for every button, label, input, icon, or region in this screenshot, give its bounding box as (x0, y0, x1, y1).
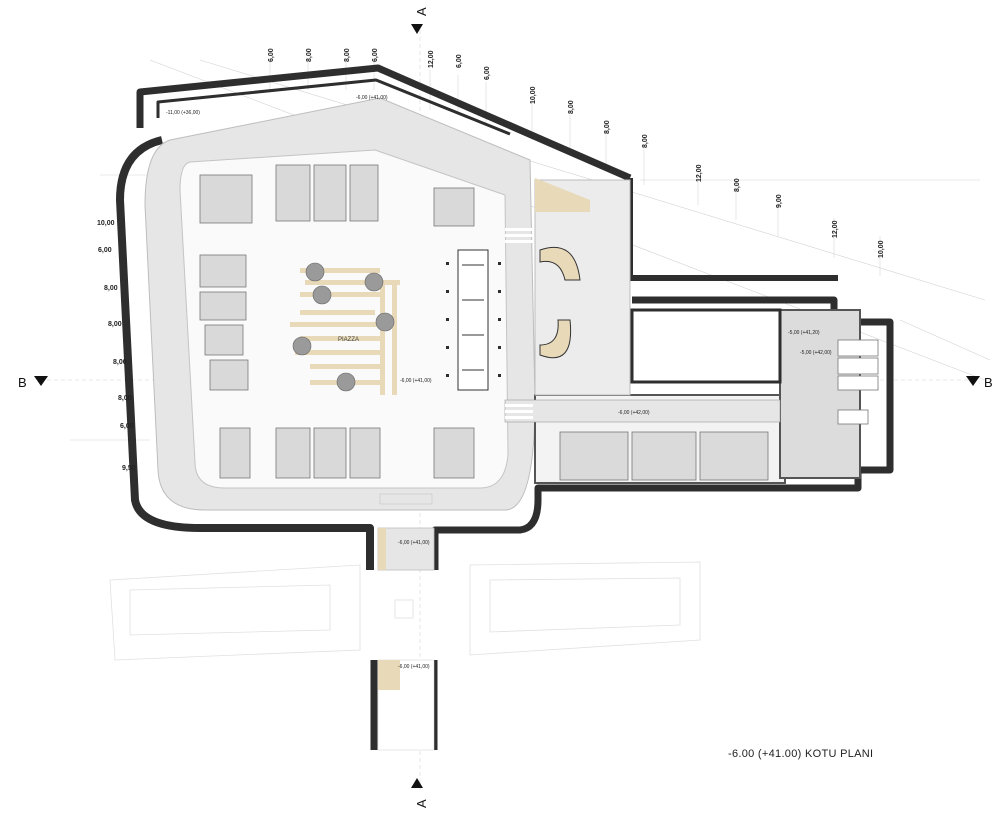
section-b-right-arrow (966, 376, 980, 386)
crosswalks (505, 228, 533, 419)
section-b-left-label: B (18, 375, 27, 390)
level-south-lower: -6,00 (+41,00) (398, 664, 430, 670)
plan-title: -6.00 (+41.00) KOTU PLANI (728, 748, 873, 760)
dim-left: 6,00 (98, 247, 112, 254)
central-block (179, 149, 509, 489)
rooms-bottom (275, 427, 475, 479)
level-south-entry: -6,00 (+41,00) (398, 540, 430, 546)
dim-left: 6,00 (120, 423, 134, 430)
dim-top: 6,00 (484, 66, 491, 80)
dim-top: 8,00 (344, 48, 351, 62)
dim-top: 9,00 (776, 194, 783, 208)
dim-top: 6,00 (268, 48, 275, 62)
level-east-lower: -5,00 (+42,00) (800, 350, 832, 356)
dim-top: 8,00 (568, 100, 575, 114)
structural-columns (446, 262, 501, 377)
dim-top: 8,00 (642, 134, 649, 148)
top-dimensions: 6,00 8,00 8,00 6,00 12,00 6,00 6,00 10,0… (268, 48, 885, 258)
dim-top: 12,00 (832, 220, 839, 238)
dim-left: 8,00 (108, 321, 122, 328)
dim-top: 6,00 (372, 48, 379, 62)
dim-top: 8,00 (604, 120, 611, 134)
dim-left: 9,50 (122, 465, 136, 472)
dim-top: 8,00 (734, 178, 741, 192)
level-top-center: -6,00 (+41,00) (356, 95, 388, 101)
section-b-left-arrow (34, 376, 48, 386)
vehicle-ramps (539, 246, 581, 359)
lecture-halls (559, 431, 769, 481)
dim-top: 10,00 (530, 86, 537, 104)
dim-top: 12,00 (428, 50, 435, 68)
level-markers: -11,00 (+36,00) -6,00 (+41,00) -6,00 (+4… (166, 95, 832, 670)
dim-left: 8,00 (118, 395, 132, 402)
rooms-top (275, 164, 475, 227)
section-b-right-label: B (984, 375, 993, 390)
context-buildings (109, 561, 701, 661)
dim-top: 10,00 (878, 240, 885, 258)
section-markers: A A B B (18, 7, 993, 808)
dim-left: 8,00 (113, 359, 127, 366)
level-east-upper: -5,00 (+41,20) (788, 330, 820, 336)
east-rooms (837, 339, 879, 425)
level-plaza: -6,00 (+41,00) (400, 378, 432, 384)
rooms-left (199, 174, 253, 479)
dim-left: 10,00 (97, 220, 115, 227)
dim-top: 6,00 (456, 54, 463, 68)
dim-left: 8,00 (104, 285, 118, 292)
left-dimensions: 10,00 6,00 8,00 8,00 8,00 8,00 6,00 9,50 (97, 220, 136, 472)
section-a-top-arrow (411, 24, 423, 34)
section-a-bottom-label: A (414, 799, 429, 808)
dim-top: 8,00 (306, 48, 313, 62)
level-top-left: -11,00 (+36,00) (166, 110, 200, 116)
level-corridor: -6,00 (+42,00) (618, 410, 650, 416)
core-block (457, 249, 489, 391)
piazza-trees (292, 262, 395, 392)
south-entrance (377, 493, 435, 751)
section-a-bottom-arrow (411, 778, 423, 788)
piazza-label: PIAZZA (338, 337, 359, 343)
section-a-top-label: A (414, 7, 429, 16)
dim-top: 12,00 (696, 164, 703, 182)
